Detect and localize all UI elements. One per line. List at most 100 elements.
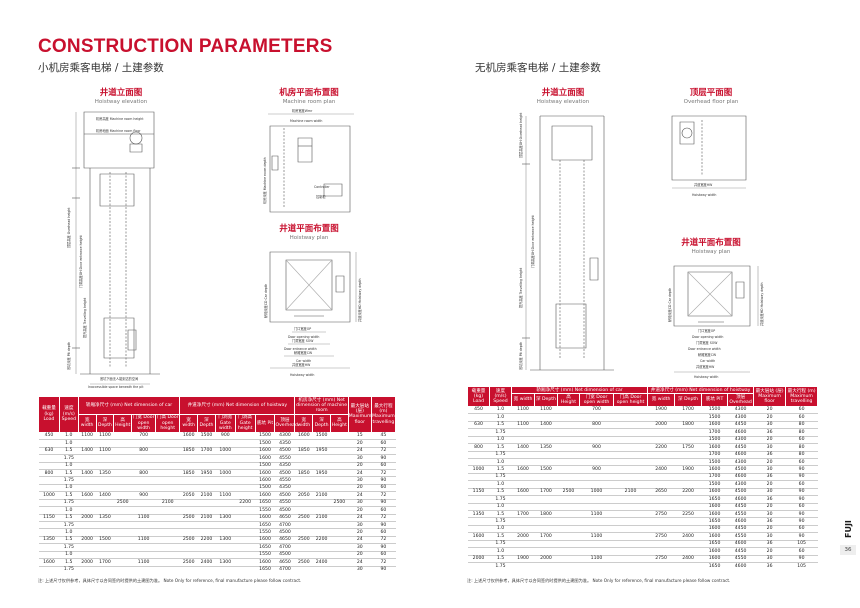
- table-cell: 2000: [534, 554, 558, 563]
- th-group-machine: 机房净尺寸 (mm) Net dimension of machine room: [294, 396, 349, 415]
- table-cell: 1850: [294, 446, 313, 455]
- table-cell: [613, 450, 648, 459]
- table-cell: 1.75: [489, 495, 512, 504]
- table-cell: [613, 420, 648, 429]
- table-cell: 30: [753, 420, 786, 429]
- table-cell: 1500: [255, 461, 275, 470]
- table-cell: [179, 498, 198, 507]
- table-cell: 1.0: [489, 502, 512, 511]
- table-cell: 30: [348, 476, 372, 485]
- table-cell: [215, 483, 236, 492]
- table-cell: 60: [785, 547, 818, 556]
- table-cell: [579, 450, 614, 459]
- table-cell: [330, 565, 349, 574]
- machine-plan-title: 机房平面布置图 Machine room plan: [254, 88, 364, 106]
- table-cell: 30: [753, 509, 786, 518]
- table-cell: 4600: [727, 517, 754, 526]
- table-cell: 900: [579, 465, 614, 474]
- table-cell: [330, 506, 349, 515]
- table-cell: [131, 498, 156, 507]
- table-cell: 1500: [701, 435, 728, 444]
- table-cell: [197, 528, 216, 537]
- label-controller-en: Controller: [314, 185, 330, 189]
- table-cell: 4500: [727, 465, 754, 474]
- table-cell: [235, 454, 256, 463]
- table-cell: 36: [753, 539, 786, 548]
- table-cell: 1650: [255, 498, 275, 507]
- table-cell: 630: [467, 420, 490, 429]
- table-cell: 1800: [534, 509, 558, 518]
- page-number: 36: [840, 545, 856, 555]
- right-elevation-title: 井道立面图 Hoistway elevation: [508, 88, 618, 106]
- table-cell: 1.0: [59, 483, 79, 492]
- table-cell: [113, 439, 132, 448]
- table-cell: 1600: [701, 509, 728, 518]
- table-cell: 1.0: [489, 405, 512, 414]
- table-cell: 2100: [197, 491, 216, 500]
- table-cell: [557, 435, 580, 444]
- table-cell: [235, 468, 256, 477]
- table-cell: [235, 476, 256, 485]
- label-hoistway-width: 井道宽度HW: [292, 362, 311, 367]
- table-cell: 2000: [647, 420, 675, 429]
- table-cell: 60: [785, 435, 818, 444]
- table-cell: 72: [371, 446, 396, 455]
- th-group-car: 轿厢净尺寸 (mm) Net dimension of car: [77, 396, 181, 415]
- table-cell: [674, 435, 702, 444]
- table-cell: 1600: [78, 491, 97, 500]
- table-cell: 4700: [274, 543, 295, 552]
- table-cell: [113, 454, 132, 463]
- th-r-group-car: 轿厢净尺寸 (mm) Net dimension of car: [510, 385, 649, 395]
- table-cell: 36: [753, 472, 786, 481]
- table-cell: [511, 413, 535, 422]
- table-cell: 4600: [727, 495, 754, 504]
- table-cell: 2050: [294, 491, 313, 500]
- table-cell: 1.0: [59, 528, 79, 537]
- table-cell: 2500: [179, 535, 198, 544]
- table-cell: [674, 457, 702, 466]
- table-cell: 1650: [255, 543, 275, 552]
- table-cell: 20: [348, 439, 372, 448]
- table-cell: 800: [579, 420, 614, 429]
- table-cell: [647, 517, 675, 526]
- left-subheader: 门洞宽 Gate width: [214, 413, 236, 433]
- th-load: 载重量 (kg) Load: [38, 396, 60, 433]
- table-cell: [179, 506, 198, 515]
- left-subheader: 深 Depth: [197, 413, 216, 433]
- table-cell: [330, 535, 349, 544]
- table-cell: [155, 506, 180, 515]
- table-cell: 30: [753, 532, 786, 541]
- right-subheader: 深 Depth: [534, 393, 558, 407]
- table-cell: 1.75: [489, 517, 512, 526]
- table-cell: 2100: [155, 498, 180, 507]
- table-cell: 1400: [96, 491, 114, 500]
- table-cell: 60: [785, 405, 818, 414]
- table-cell: [613, 509, 648, 518]
- left-elevation-drawing: 机房高度 Machine room height 机房地面 Machine ro…: [66, 108, 170, 389]
- table-cell: [534, 517, 558, 526]
- table-cell: [613, 405, 648, 414]
- table-cell: 4550: [274, 498, 295, 507]
- table-cell: [557, 495, 580, 504]
- table-cell: 1600: [701, 554, 728, 563]
- table-cell: [557, 457, 580, 466]
- left-subheader: 门洞高 Gate height: [234, 413, 256, 433]
- left-subheader: 顶层 Overhead: [274, 413, 298, 433]
- right-subheader: 底坑 PIT: [701, 393, 729, 407]
- table-cell: [155, 476, 180, 485]
- table-cell: [613, 524, 648, 533]
- table-cell: [96, 528, 114, 537]
- table-cell: [78, 543, 97, 552]
- table-cell: 1950: [312, 446, 331, 455]
- table-cell: 4500: [274, 528, 295, 537]
- table-cell: [647, 413, 675, 422]
- table-cell: 1600: [701, 524, 728, 533]
- table-cell: 1350: [38, 535, 60, 544]
- label-r-car-width-en: Car width: [700, 359, 715, 363]
